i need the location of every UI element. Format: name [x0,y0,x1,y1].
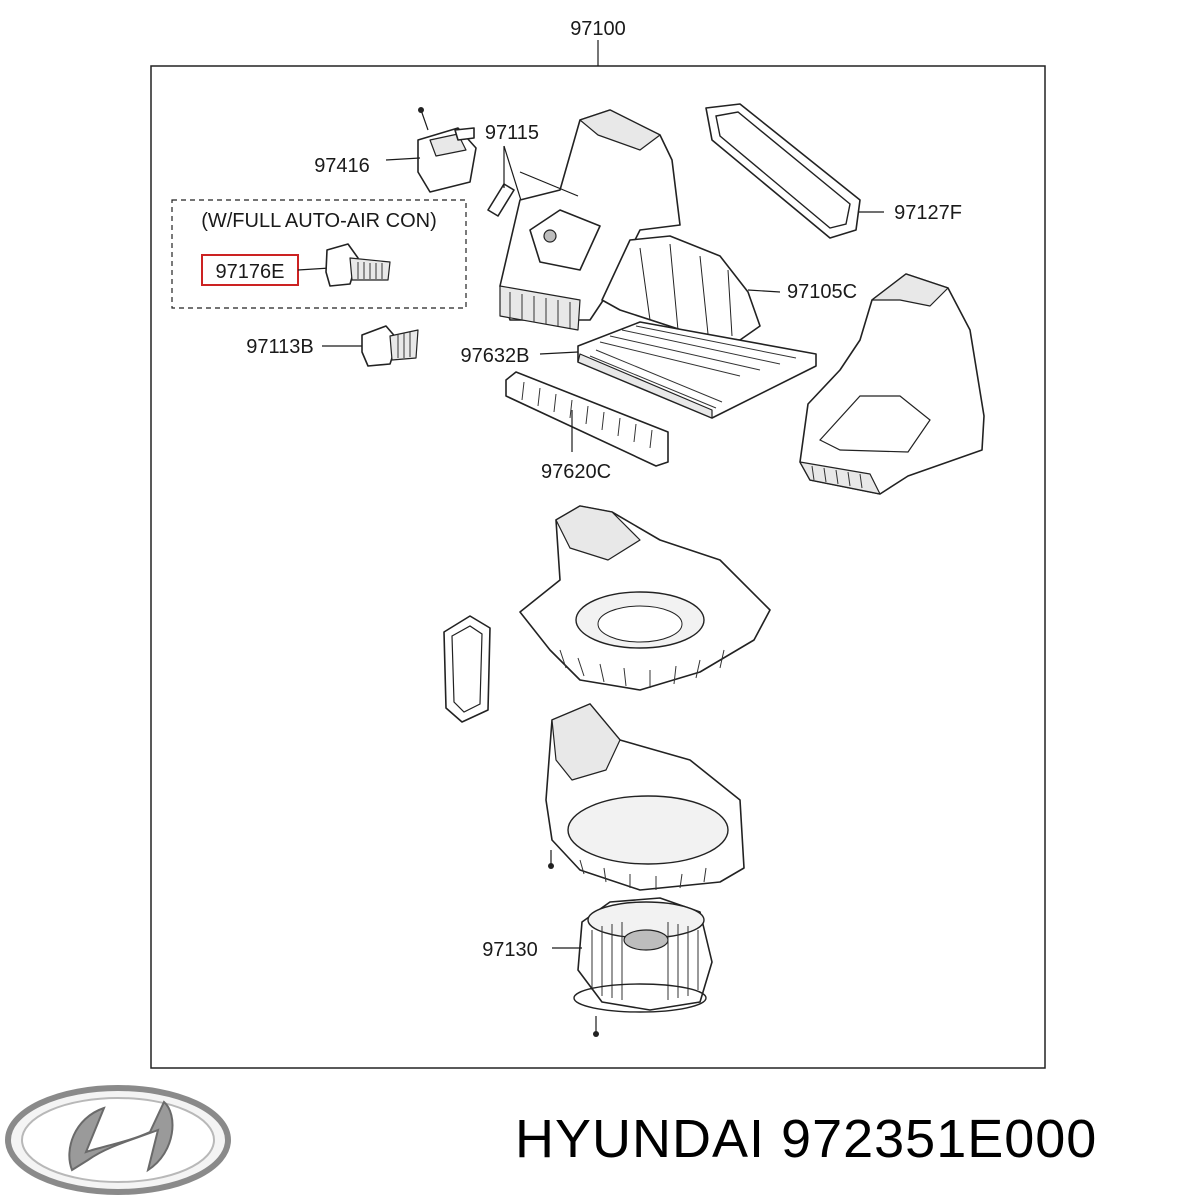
callout-97416: 97416 [314,155,370,177]
part-upper-housing [499,109,681,331]
callout-97115: 97115 [485,122,539,144]
callout-97105C: 97105C [787,281,857,303]
callout-97113B: 97113B [246,336,313,358]
callout-97176E: 97176E [216,261,285,283]
part-97113b-resistor [322,325,419,367]
part-blower-lower-case [545,703,745,891]
callout-97620C: 97620C [541,461,611,483]
hyundai-logo-icon [5,1085,231,1195]
part-97176e-sensor [325,243,391,287]
part-97620c-frame [505,371,669,467]
part-97632b-filter [539,321,817,419]
part-right-housing [799,273,985,495]
callout-97632B: 97632B [461,345,530,367]
part-number: 972351E000 [781,1109,1098,1169]
part-97416-actuator [385,107,477,193]
callout-97127F: 97127F [894,202,962,224]
part-97130-blower-motor [552,897,713,1037]
callout-97130: 97130 [482,939,538,961]
part-97105c-duct [601,235,781,341]
part-gasket [443,615,491,723]
assembly-number-label: 97100 [570,18,626,40]
variant-note: (W/FULL AUTO-AIR CON) [201,210,437,232]
brand-name: HYUNDAI [515,1109,766,1169]
part-blower-upper-case [519,505,771,691]
variant-box [171,199,467,309]
part-97127f-seal [705,103,884,239]
